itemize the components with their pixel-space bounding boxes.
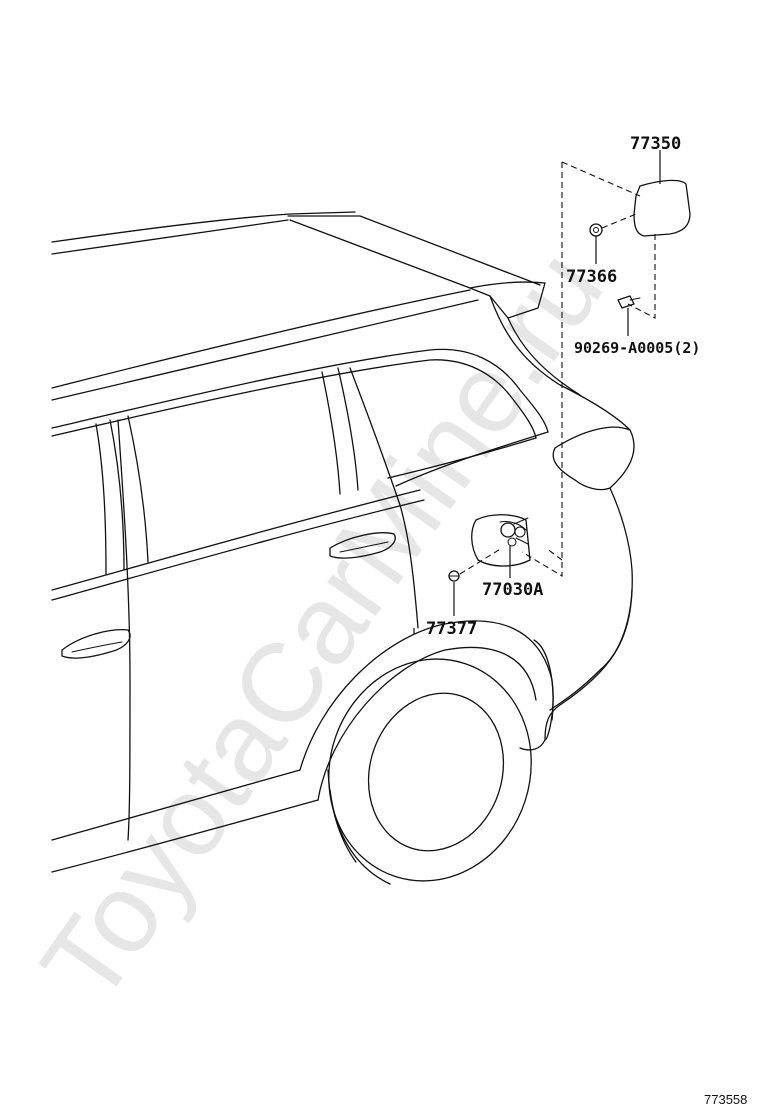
part-label-77366: 77366 <box>566 267 617 287</box>
vehicle-outline <box>51 211 635 885</box>
part-label-90269-a0005: 90269-A0005(2) <box>574 339 700 357</box>
watermark-text: ToyotaCarMine.ru <box>17 228 626 1024</box>
part-label-77377: 77377 <box>426 619 477 639</box>
leader-lines <box>413 150 661 634</box>
part-label-77350: 77350 <box>630 134 681 154</box>
fuel-door-assembly <box>448 179 691 582</box>
part-label-77030a: 77030A <box>482 580 543 600</box>
diagram-reference-code: 773558 <box>704 1092 747 1107</box>
assembly-dashed-lines <box>459 161 656 577</box>
